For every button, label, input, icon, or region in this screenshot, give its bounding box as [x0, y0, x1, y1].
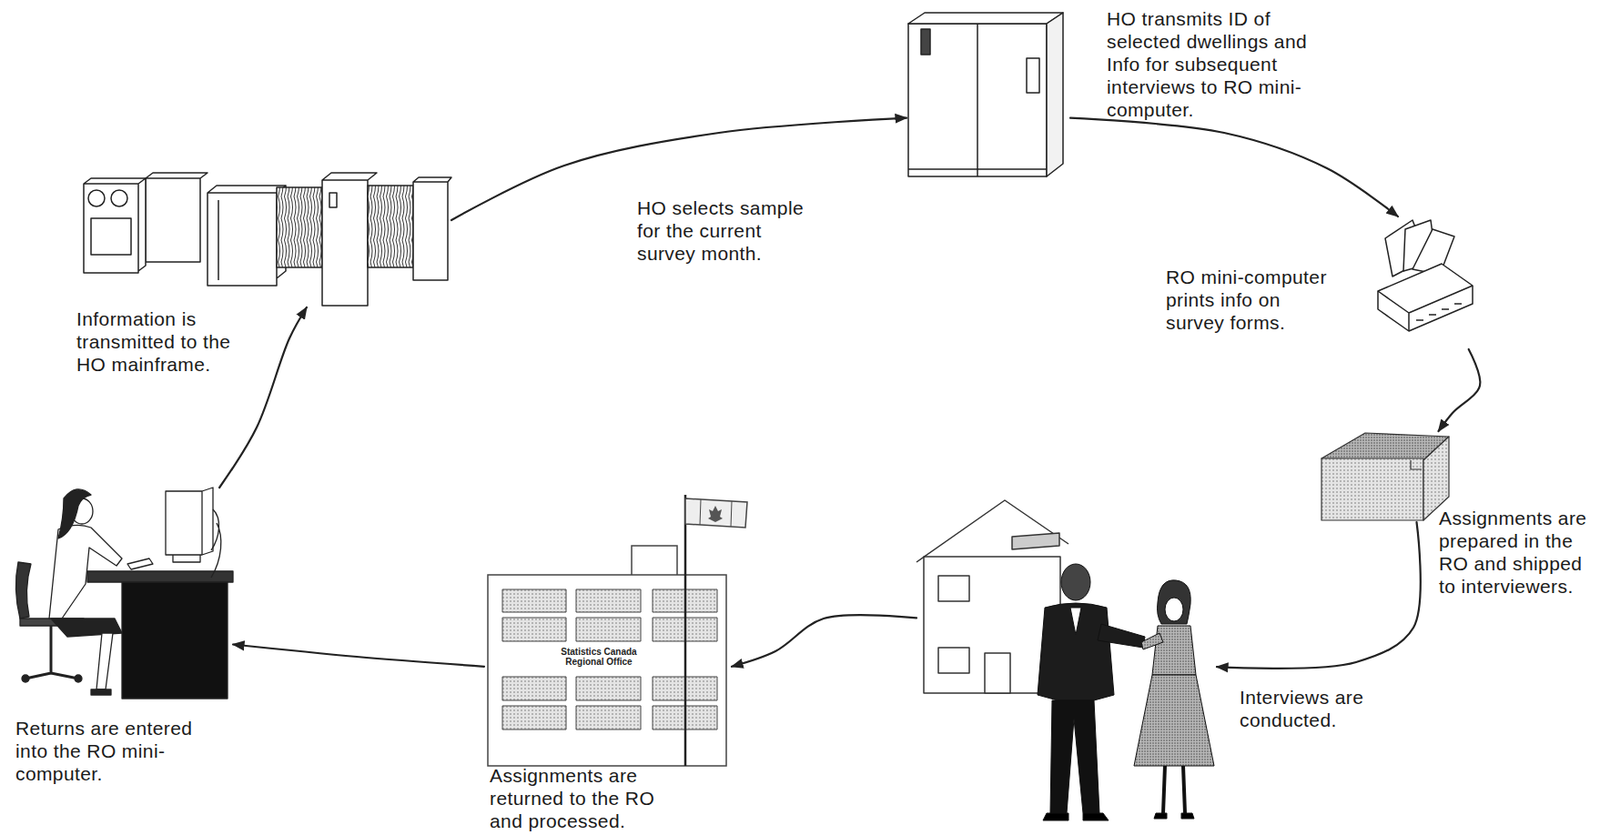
flag-leaf [708, 506, 723, 523]
woman-legs [1163, 766, 1185, 814]
people-illustration [1037, 564, 1215, 821]
building-illustration [487, 495, 748, 767]
clerk-illustration [15, 487, 233, 699]
printer-body [1377, 263, 1473, 332]
clerk-hair [58, 489, 92, 539]
tape-reels [88, 190, 132, 255]
mainframe-illustration [83, 172, 452, 306]
man-legs [1050, 700, 1100, 814]
flow-arrow [232, 645, 485, 668]
keyboard [127, 558, 153, 570]
step-caption: Returns are entered into the RO mini-com… [15, 717, 203, 786]
step-caption: Information is transmitted to the HO mai… [76, 307, 259, 376]
flow-arrow [451, 118, 907, 221]
printer-details [1377, 285, 1473, 332]
flow-arrow [731, 615, 917, 668]
step-caption: RO mini-computer prints info on survey f… [1165, 265, 1336, 335]
cabinet [145, 172, 208, 263]
woman-hair [1157, 580, 1192, 625]
flag [685, 498, 748, 528]
cabinet-logo [921, 29, 931, 55]
cabinet-top [908, 12, 1064, 24]
interview-node: Interviews are conducted. [916, 497, 1217, 824]
man-shirt [1070, 607, 1082, 636]
cabinet-doors [908, 23, 1047, 177]
flag-bands [699, 499, 732, 527]
data-entry-node: Returns are entered into the RO mini-com… [7, 487, 233, 716]
regional-office-node: Statistics Canada Regional OfficeAssignm… [484, 491, 732, 770]
cabinet [207, 185, 286, 286]
box-tab [1410, 460, 1422, 470]
house-openings [938, 576, 1011, 694]
desk-pedestal [121, 582, 228, 699]
cabinet-front [908, 23, 1047, 177]
chair-wheels [21, 675, 82, 683]
step-caption: Assignments are prepared in the RO and s… [1438, 506, 1596, 598]
hatched-panel [276, 187, 323, 268]
woman-arm [1141, 633, 1164, 650]
house-roof [916, 500, 1069, 563]
step-caption: Interviews are conducted. [1239, 686, 1377, 732]
monitor [165, 487, 213, 563]
minicomputer-node: HO transmits ID of selected dwellings an… [906, 7, 1071, 181]
man-head [1061, 564, 1091, 601]
woman-shoes [1154, 813, 1195, 820]
edge-label: HO selects sample for the current survey… [637, 196, 815, 265]
house-wing-roof [1012, 533, 1060, 550]
flow-arrow [219, 307, 307, 488]
flag-pole [684, 495, 688, 767]
flow-arrow [1438, 349, 1481, 432]
connector-group [219, 118, 1480, 669]
clerk-shoe [91, 689, 112, 696]
building-roof-box [631, 546, 678, 576]
mainframe-node: Information is transmitted to the HO mai… [80, 162, 452, 308]
tape-cabinet [83, 178, 146, 274]
woman-face [1164, 597, 1184, 622]
monitor-cables [211, 509, 222, 578]
cabinet-side [1046, 12, 1064, 177]
box-front [1321, 458, 1424, 521]
shipping-box-node: Assignments are prepared in the RO and s… [1314, 431, 1451, 523]
minicomputer-illustration [908, 12, 1064, 177]
man-arm [1097, 624, 1145, 649]
chair-back [15, 562, 31, 619]
box-illustration [1321, 433, 1449, 521]
printer-node: RO mini-computer prints info on survey f… [1374, 216, 1473, 350]
clerk-leg [96, 633, 113, 690]
building-wall [487, 575, 727, 767]
building-sign: Statistics Canada Regional Office [548, 647, 649, 668]
woman-skirt [1134, 675, 1215, 767]
step-caption: HO transmits ID of selected dwellings an… [1106, 7, 1326, 122]
hatched-panel [367, 185, 414, 268]
flow-arrow [1216, 522, 1421, 669]
printer-illustration [1377, 220, 1473, 332]
flow-arrow [1070, 118, 1398, 217]
cabinet [413, 177, 452, 281]
step-caption: Assignments are returned to the RO and p… [489, 764, 672, 833]
man-shoes [1043, 813, 1109, 821]
man-body [1037, 603, 1114, 701]
